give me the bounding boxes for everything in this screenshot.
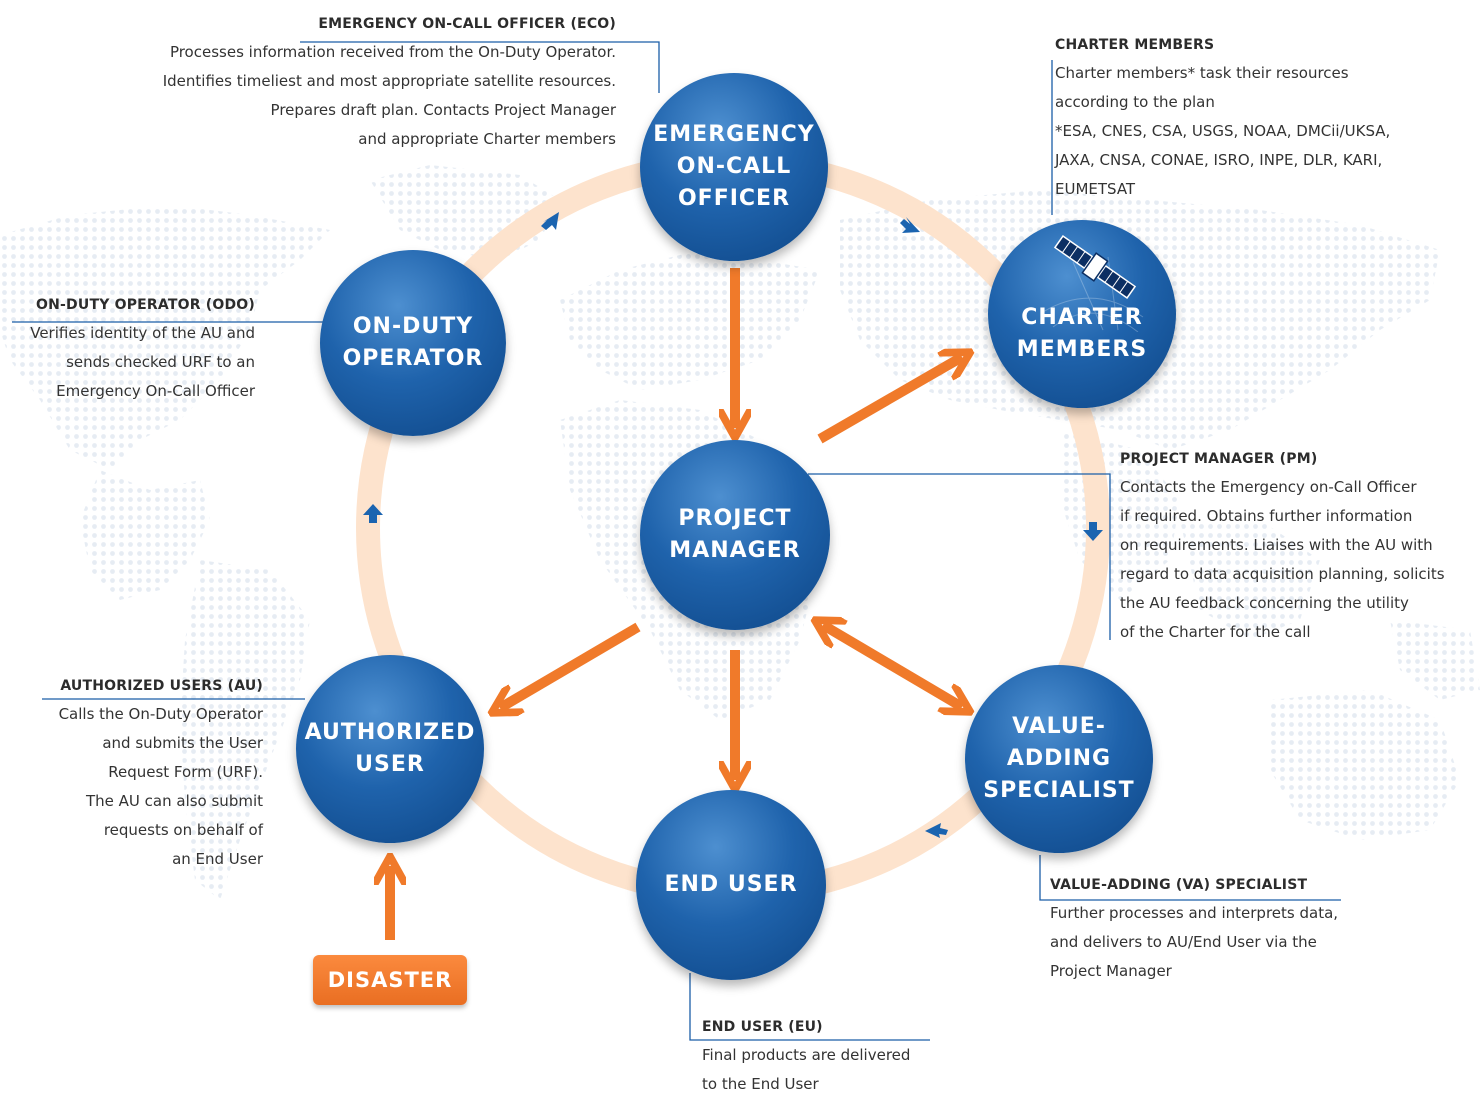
- ring-direction-chevrons: [363, 212, 1103, 838]
- satellite-icon: [1042, 234, 1144, 332]
- node-authorized-user: AUTHORIZED USER: [296, 655, 484, 843]
- annotation-pm: PROJECT MANAGER (PM) Contacts the Emerge…: [1120, 451, 1445, 647]
- annotation-odo-title: ON-DUTY OPERATOR (ODO): [36, 297, 255, 313]
- leader-lines: [12, 41, 1341, 1041]
- annotation-eco: EMERGENCY ON-CALL OFFICER (ECO) Processe…: [163, 16, 616, 154]
- annotation-au-title: AUTHORIZED USERS (AU): [60, 678, 263, 694]
- annotation-charter-body: Charter members* task their resources ac…: [1055, 64, 1391, 198]
- arrow-pm-va-bidirectional: [823, 625, 962, 707]
- chevron-down-left-icon: [925, 823, 948, 838]
- annotation-eu: END USER (EU) Final products are deliver…: [702, 1019, 910, 1099]
- node-au-label: AUTHORIZED USER: [304, 720, 476, 777]
- chevron-up-icon: [363, 504, 383, 523]
- annotation-eco-body: Processes information received from the …: [162, 43, 616, 148]
- node-charter-label: CHARTER MEMBERS: [1016, 305, 1148, 362]
- disaster-badge: DISASTER: [313, 955, 467, 1005]
- annotation-eu-title: END USER (EU): [702, 1019, 823, 1035]
- annotation-va-body: Further processes and interprets data, a…: [1050, 904, 1339, 980]
- node-eco-label: EMERGENCY ON-CALL OFFICER: [653, 122, 815, 211]
- flow-arrows: [390, 268, 962, 940]
- annotation-va-title: VALUE-ADDING (VA) SPECIALIST: [1050, 877, 1308, 893]
- node-odo-label: ON-DUTY OPERATOR: [342, 314, 484, 371]
- annotation-va: VALUE-ADDING (VA) SPECIALIST Further pro…: [1050, 877, 1338, 986]
- annotation-charter: CHARTER MEMBERS Charter members* task th…: [1055, 37, 1390, 204]
- node-on-duty-operator: ON-DUTY OPERATOR: [320, 250, 506, 436]
- annotation-au: AUTHORIZED USERS (AU) Calls the On-Duty …: [59, 678, 263, 874]
- annotation-odo: ON-DUTY OPERATOR (ODO) Verifies identity…: [30, 297, 255, 406]
- annotation-odo-body: Verifies identity of the AU and sends ch…: [30, 324, 255, 400]
- node-project-manager: PROJECT MANAGER: [640, 440, 830, 630]
- annotation-charter-title: CHARTER MEMBERS: [1055, 37, 1215, 53]
- chevron-down-icon: [1083, 522, 1103, 541]
- annotation-pm-title: PROJECT MANAGER (PM): [1120, 451, 1318, 467]
- arrow-pm-to-au: [500, 622, 641, 708]
- annotation-pm-body: Contacts the Emergency on-Call Officer i…: [1120, 478, 1445, 641]
- node-emergency-on-call-officer: EMERGENCY ON-CALL OFFICER: [640, 73, 828, 261]
- node-pm-label: PROJECT MANAGER: [669, 506, 801, 563]
- arrow-pm-to-charter: [817, 357, 962, 444]
- node-value-adding-specialist: VALUE- ADDING SPECIALIST: [965, 665, 1153, 853]
- node-eu-label: END USER: [664, 872, 798, 897]
- node-charter-members: CHARTER MEMBERS: [988, 220, 1176, 408]
- chevron-up-right-icon: [541, 212, 559, 230]
- annotation-au-body: Calls the On-Duty Operator and submits t…: [58, 705, 263, 868]
- annotation-eco-title: EMERGENCY ON-CALL OFFICER (ECO): [318, 16, 616, 32]
- chevron-down-right-icon: [900, 217, 920, 233]
- annotation-eu-body: Final products are delivered to the End …: [702, 1046, 911, 1093]
- node-end-user: END USER: [636, 790, 826, 980]
- node-va-label: VALUE- ADDING SPECIALIST: [983, 714, 1135, 803]
